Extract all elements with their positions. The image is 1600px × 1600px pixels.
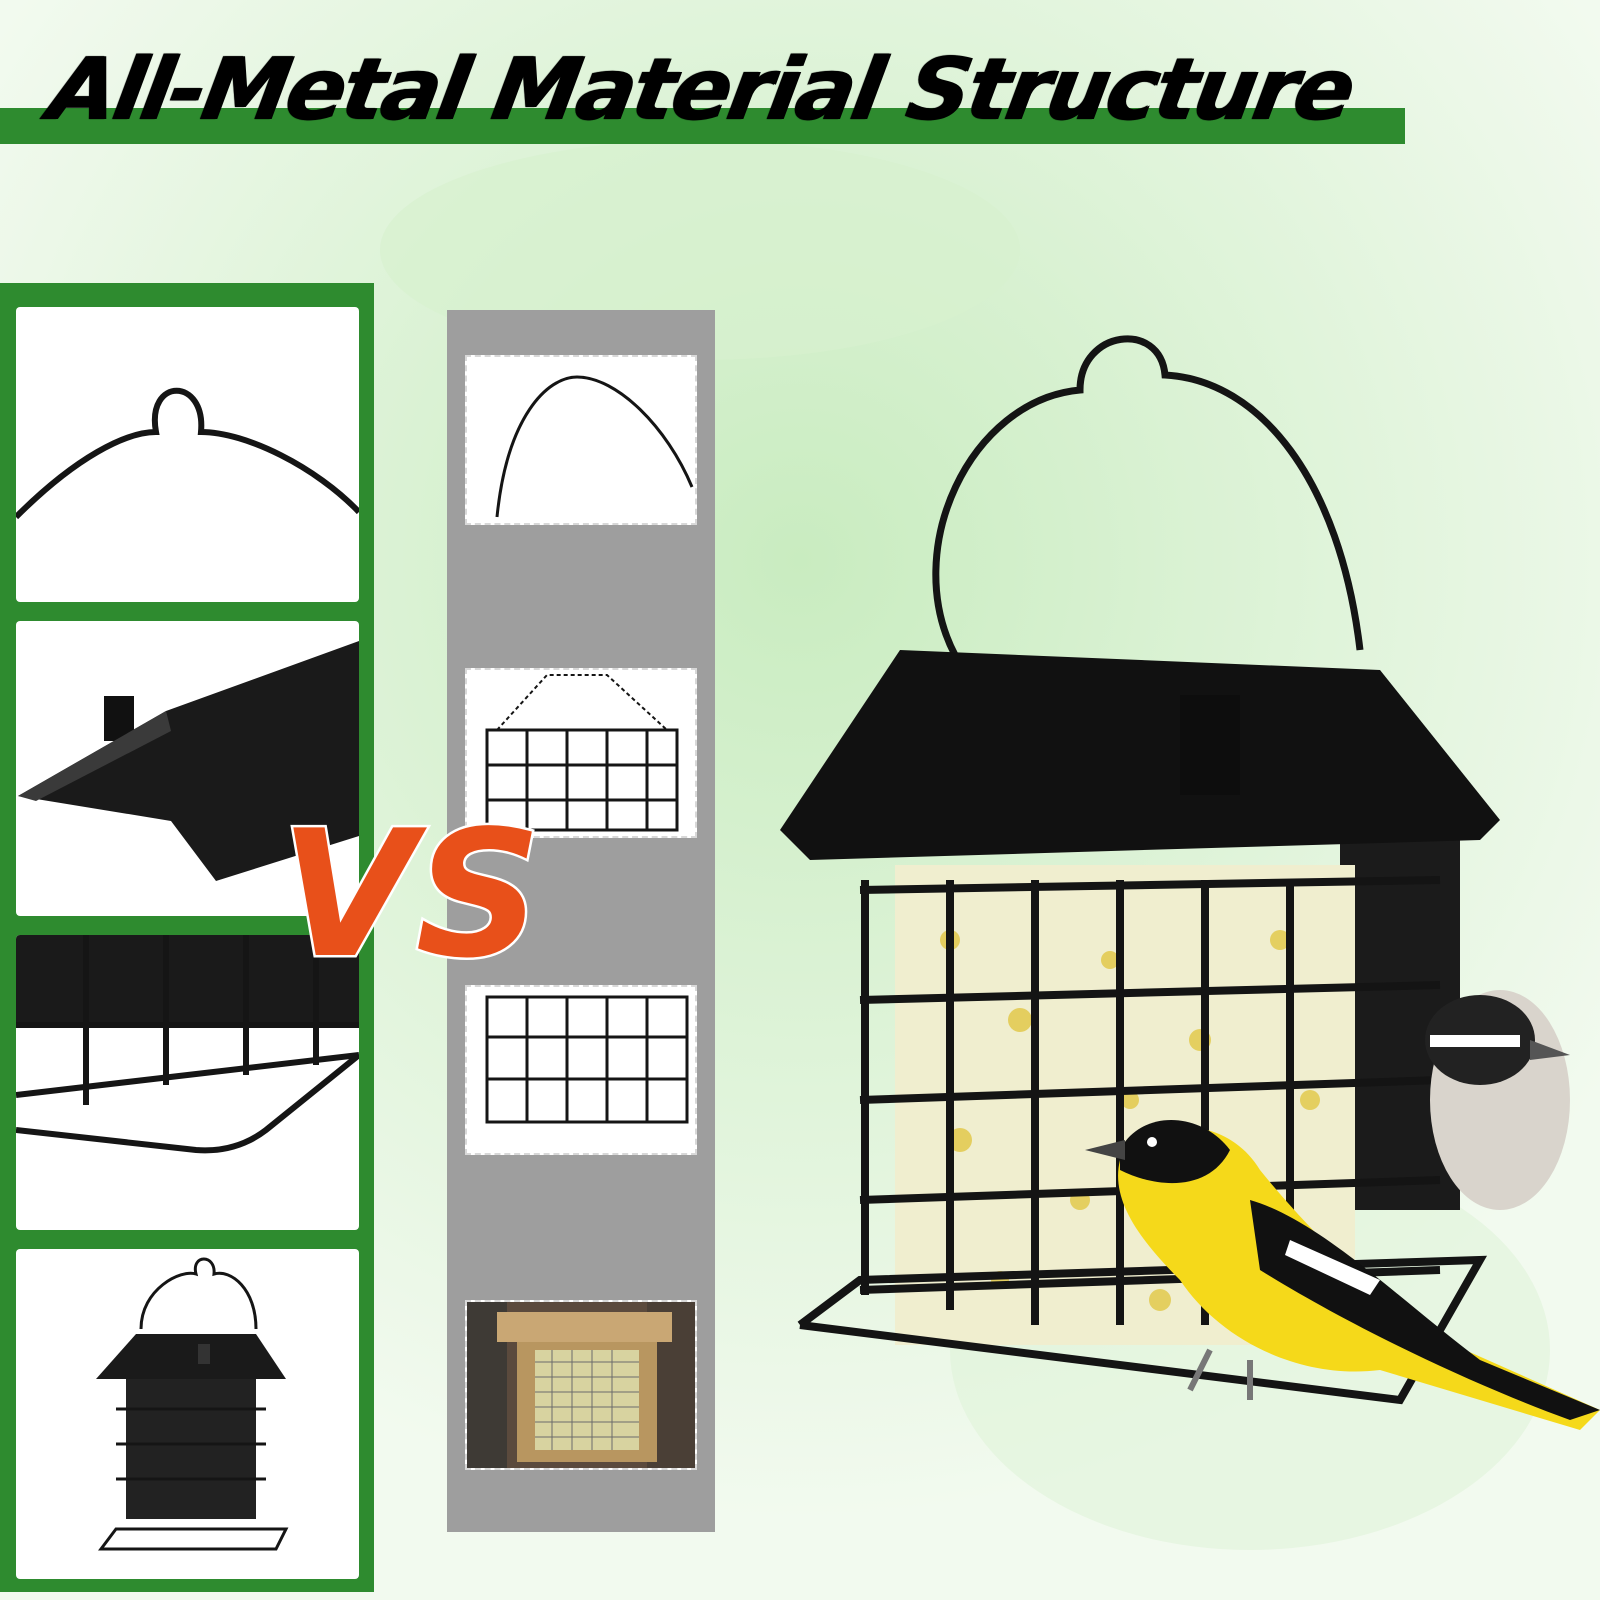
oriole-bird-icon — [1085, 1120, 1600, 1430]
chimney — [1180, 695, 1240, 795]
chain-wire-cage-card — [465, 668, 697, 838]
roof-panel — [780, 650, 1500, 860]
vs-badge: VS — [278, 792, 541, 991]
feeder-overview-image — [96, 1257, 289, 1551]
roof-detail-card — [16, 621, 359, 916]
plain-wire-cage-card — [465, 985, 697, 1155]
thin-wire-hanger-image — [495, 375, 694, 518]
competitor-comparison-panel — [447, 310, 715, 1532]
woodpecker-bird-icon — [1425, 990, 1570, 1210]
cage-detail-card — [16, 935, 359, 1230]
hanger-wire-icon — [932, 335, 1364, 657]
wooden-feeder-photo-card — [465, 1300, 697, 1470]
wooden-feeder-photo — [467, 1302, 695, 1468]
title-underline-bar — [0, 108, 1405, 144]
page-title: All-Metal Material Structure — [41, 40, 1360, 140]
thin-wire-hanger-card — [465, 355, 697, 525]
roof-detail-image — [18, 641, 359, 881]
hanger-detail-card — [16, 307, 359, 602]
cage-detail-image — [16, 935, 359, 1154]
vs-label: VS — [280, 794, 540, 990]
hanger-detail-image — [16, 387, 359, 520]
left-feature-panel — [0, 283, 374, 1592]
feeder-overview-card — [16, 1249, 359, 1579]
plain-wire-cage-image — [485, 995, 689, 1124]
hero-feeder-image — [780, 335, 1600, 1430]
chain-wire-cage-image — [485, 674, 679, 832]
